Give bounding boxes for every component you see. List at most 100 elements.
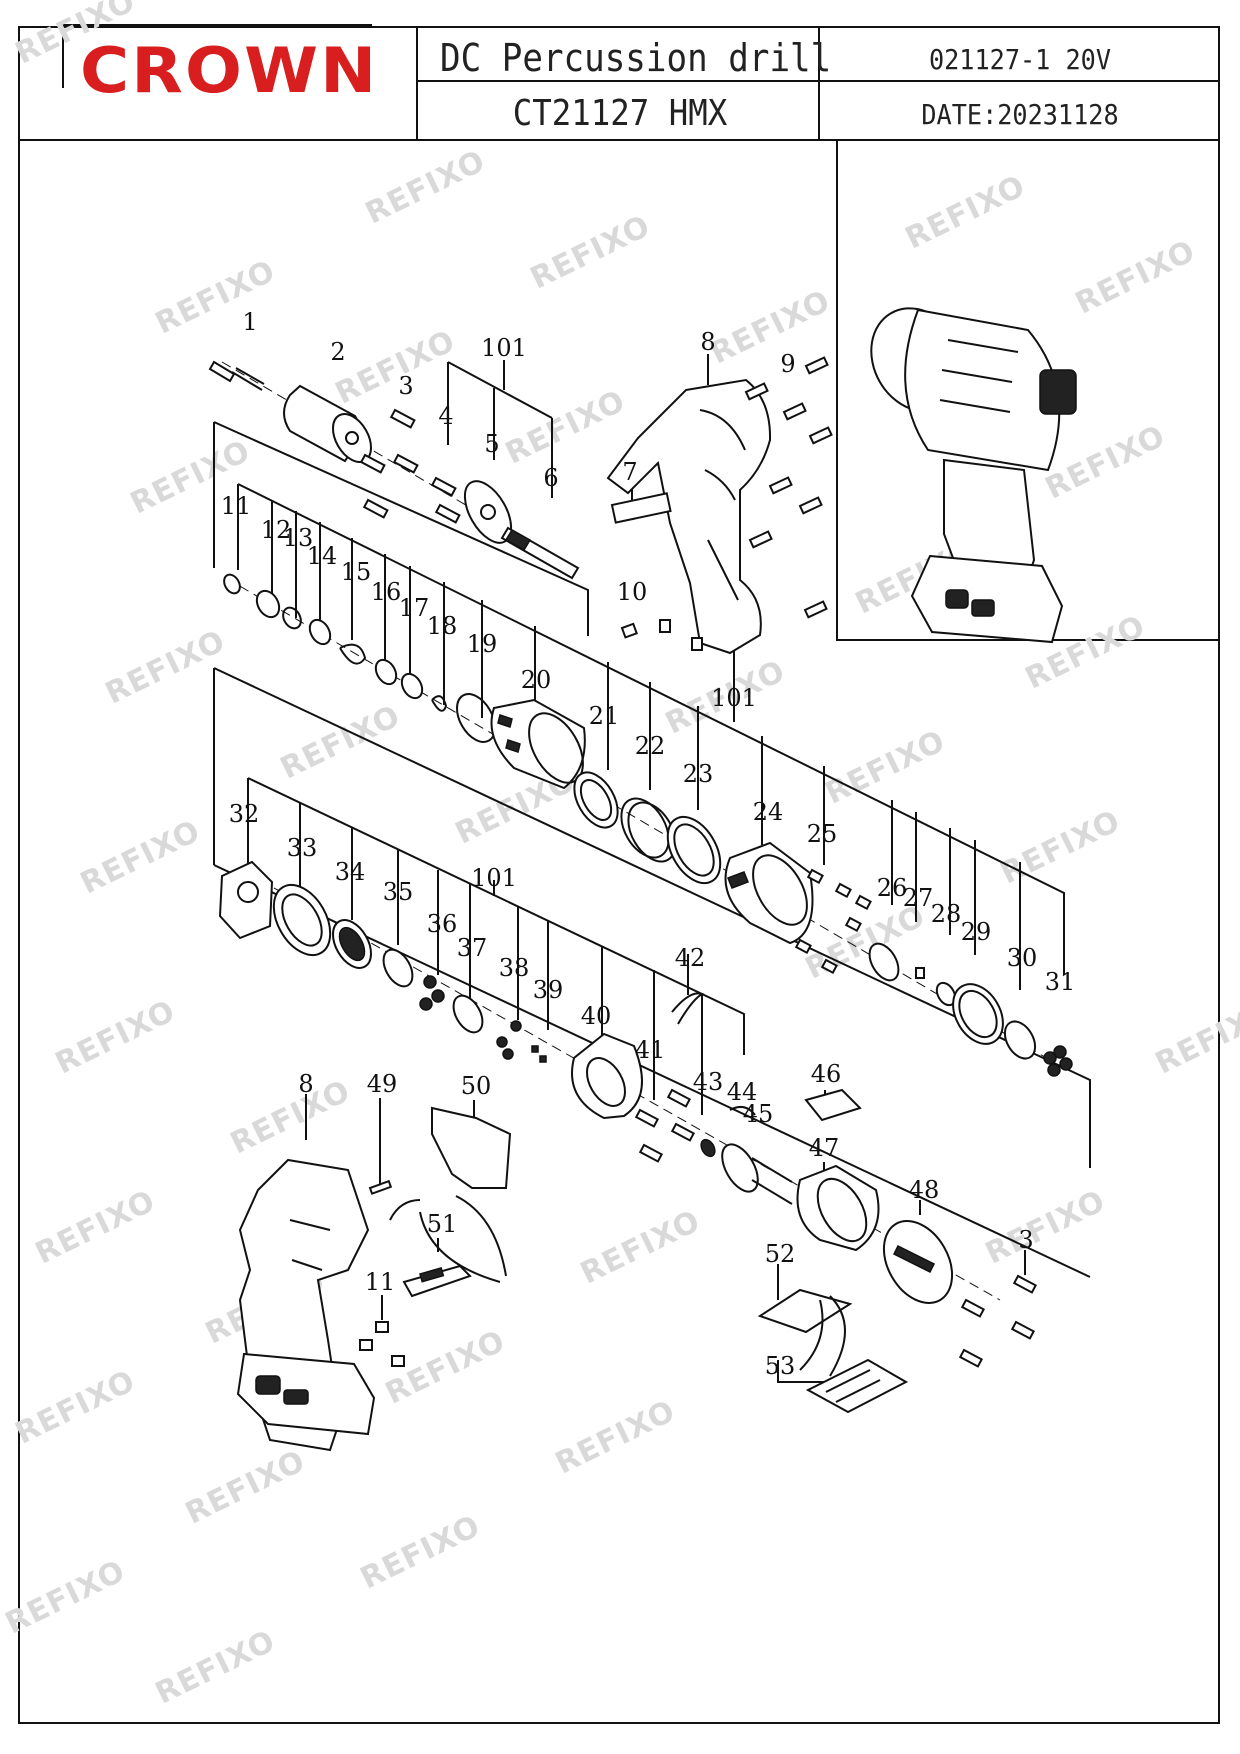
callout-6: 6: [543, 464, 558, 492]
part-5-plate: [463, 480, 513, 544]
callout-26: 26: [877, 874, 908, 902]
part-29-ring-gear: [952, 983, 1004, 1045]
callout-10: 10: [617, 578, 648, 606]
part-43-pinion: [700, 1138, 716, 1158]
assembled-drill-illustration: [870, 307, 1077, 644]
part-11-bearing: [223, 573, 241, 595]
part-15-clip: [339, 643, 367, 665]
callout-3-lower: 3: [1018, 1226, 1033, 1254]
part-25-pins: [794, 868, 872, 975]
callout-11-lower: 11: [365, 1268, 396, 1296]
callout-101: 101: [481, 334, 527, 362]
part-50-switch: [389, 1106, 512, 1283]
part-3-screws-lower: [958, 1274, 1038, 1368]
callout-8-lower: 8: [298, 1070, 313, 1098]
callout-35: 35: [383, 878, 414, 906]
part-32-gasket: [218, 860, 274, 940]
callout-44: 44: [727, 1078, 758, 1106]
callout-15: 15: [341, 558, 372, 586]
callout-32: 32: [229, 800, 260, 828]
callout-49: 49: [367, 1070, 398, 1098]
model-number: CT21127 HMX: [512, 93, 728, 134]
part-44-sensor-wire: [729, 1105, 756, 1116]
part-45-motor-fan: [721, 1143, 793, 1205]
part-53-terminal-plate: [805, 1358, 909, 1414]
title-divider: [416, 26, 418, 139]
part-9-screws: [744, 356, 833, 619]
callout-16: 16: [371, 578, 402, 606]
callout-52: 52: [765, 1240, 796, 1268]
part-1-screw: [208, 360, 265, 391]
part-22-spring: [620, 797, 677, 863]
part-47-motor-stator: [796, 1164, 880, 1252]
part-28-washer: [935, 981, 957, 1007]
title-divider: [818, 26, 820, 139]
callout-33: 33: [287, 834, 318, 862]
callout-34: 34: [335, 858, 366, 886]
part-39-pins: [531, 1045, 547, 1063]
sheet-frame: [18, 26, 1220, 1724]
callout-50: 50: [461, 1072, 492, 1100]
part-37-sun-gear: [452, 994, 484, 1034]
callout-37: 37: [457, 934, 488, 962]
part-19-ring: [456, 693, 496, 743]
callout-51: 51: [427, 1210, 458, 1238]
callout-48: 48: [909, 1176, 940, 1204]
callout-42: 42: [675, 944, 706, 972]
callout-3: 3: [398, 372, 413, 400]
callout-29: 29: [961, 918, 992, 946]
part-35-carrier: [382, 948, 414, 988]
callout-8: 8: [700, 328, 715, 356]
part-27-pin: [915, 967, 925, 979]
part-42-wire: [671, 992, 705, 1025]
part-48-motor-cover: [882, 1220, 954, 1304]
callout-7: 7: [622, 458, 637, 486]
title-row-divider: [418, 80, 1218, 82]
part-41-screws: [634, 1088, 696, 1163]
callout-43: 43: [693, 1068, 724, 1096]
callout-23: 23: [683, 760, 714, 788]
callout-47: 47: [809, 1134, 840, 1162]
part-10-studs: [620, 619, 703, 651]
part-3-pins: [359, 408, 461, 524]
part-17-washer: [400, 672, 424, 700]
callout-11: 11: [221, 492, 252, 520]
callout-18: 18: [427, 612, 458, 640]
part-34-ring-gear: [332, 919, 372, 969]
part-51-led-board: [402, 1264, 472, 1298]
part-20-collar: [490, 698, 586, 790]
callout-1: 1: [242, 308, 257, 336]
callout-41: 41: [635, 1036, 666, 1064]
part-8-housing-left: [236, 1158, 376, 1452]
callout-17: 17: [399, 594, 430, 622]
group-bracket-chuck: [213, 421, 589, 636]
part-24-gear-housing: [724, 841, 814, 945]
callout-40: 40: [581, 1002, 612, 1030]
part-52-battery-terminal: [757, 1288, 853, 1377]
title-block: [18, 26, 1220, 141]
part-30-carrier: [1003, 1020, 1037, 1060]
callout-101: 101: [471, 864, 517, 892]
callout-21: 21: [589, 702, 620, 730]
part-18-clip: [431, 695, 448, 712]
part-38-planet-gears: [496, 1020, 522, 1060]
callout-20: 20: [521, 666, 552, 694]
callout-38: 38: [499, 954, 530, 982]
leader-lines: [237, 354, 1065, 1383]
callout-2: 2: [330, 338, 345, 366]
part-49-spring: [368, 1179, 393, 1195]
part-code: 021127-1 20V: [928, 43, 1112, 76]
callout-9: 9: [780, 350, 795, 378]
callout-45: 45: [743, 1100, 774, 1128]
callout-46: 46: [811, 1060, 842, 1088]
callout-19: 19: [467, 630, 498, 658]
part-40-motor-mount: [571, 1032, 643, 1120]
callout-13: 13: [283, 524, 314, 552]
callout-36: 36: [427, 910, 458, 938]
part-31-planet-gears: [1043, 1045, 1073, 1077]
callout-27: 27: [903, 884, 934, 912]
part-36-planet-gears: [419, 975, 445, 1011]
logo-frame: [62, 24, 372, 88]
part-26-ring-gear: [868, 942, 900, 982]
